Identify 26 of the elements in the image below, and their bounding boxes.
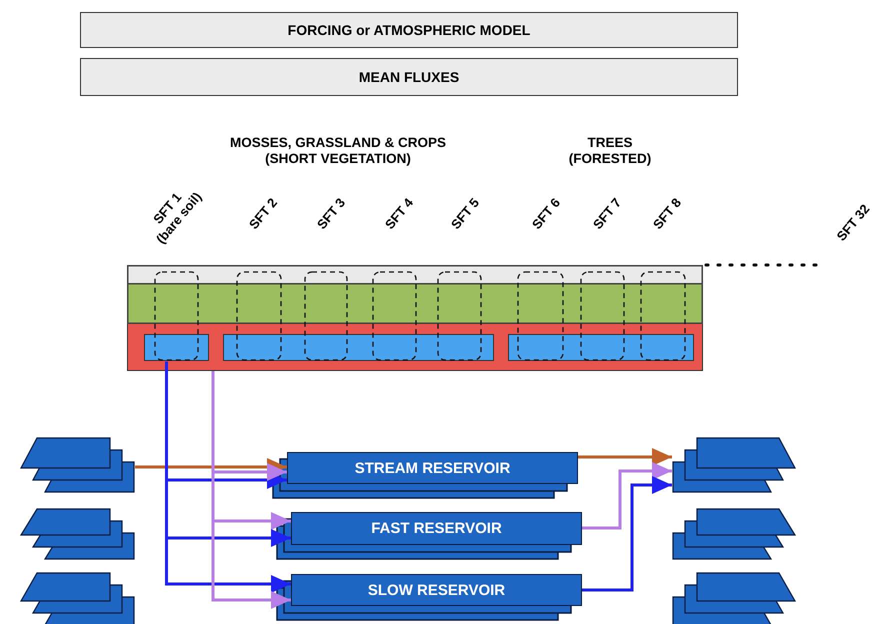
header-box xyxy=(80,58,738,96)
reservoir-box xyxy=(291,574,582,606)
group-heading: TREES (FORESTED) xyxy=(568,135,652,167)
soil-tile-box xyxy=(508,334,694,361)
arrow xyxy=(582,462,672,530)
layer-stack xyxy=(20,508,135,558)
layer-stack xyxy=(20,572,135,624)
reservoir-box xyxy=(291,512,582,545)
reservoir-box xyxy=(287,452,578,484)
soil-layer-band xyxy=(127,323,703,371)
header-label: MEAN FLUXES xyxy=(358,69,460,85)
reservoir-label: STREAM RESERVOIR xyxy=(354,460,510,476)
header-box xyxy=(80,12,738,48)
layer-stack xyxy=(20,437,135,491)
header-label: FORCING or ATMOSPHERIC MODEL xyxy=(288,22,530,38)
group-heading: MOSSES, GRASSLAND & CROPS (SHORT VEGETATION) xyxy=(228,135,448,167)
soil-tile-box xyxy=(223,334,494,361)
arrow xyxy=(578,448,672,466)
layer-stack xyxy=(672,572,796,624)
arrow xyxy=(582,476,672,592)
layer-stack xyxy=(672,508,796,558)
layer-stack xyxy=(672,437,796,491)
reservoir-label: FAST RESERVOIR xyxy=(371,520,502,537)
soil-tile-box xyxy=(144,334,209,361)
reservoir-label: SLOW RESERVOIR xyxy=(368,582,506,598)
arrow xyxy=(212,371,291,609)
